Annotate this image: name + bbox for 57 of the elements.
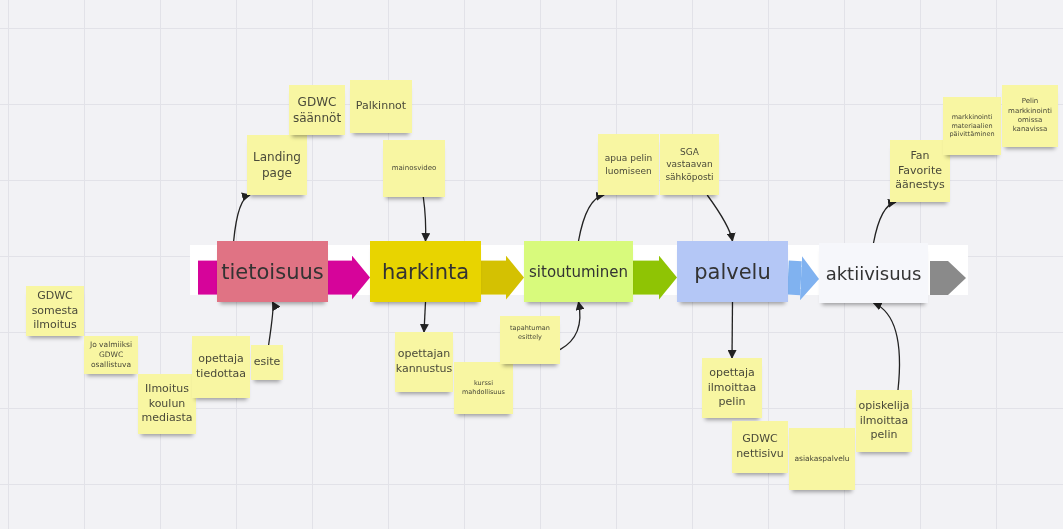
sticky-note <box>350 80 412 133</box>
stage-label: harkinta <box>381 259 470 284</box>
sticky-note <box>383 140 445 197</box>
stage-box <box>819 243 928 303</box>
arrow <box>267 301 280 346</box>
sticky-note <box>598 134 659 195</box>
stage-label: aktiivisuus <box>825 262 922 284</box>
sticky-note <box>890 140 950 202</box>
stage-label: sitoutuminen <box>529 262 628 281</box>
arrow <box>872 199 897 244</box>
note-text: opettajan kannustus <box>395 347 453 377</box>
sticky-note <box>1002 85 1058 147</box>
note-text: esite <box>253 355 281 370</box>
sticky-note <box>732 421 788 473</box>
sticky-note <box>247 135 307 195</box>
stage-box <box>524 241 633 302</box>
arrow <box>727 301 737 359</box>
note-text: GDWC säännöt <box>291 93 343 127</box>
arrow <box>559 301 585 351</box>
sticky-note <box>395 332 453 392</box>
arrow <box>421 196 431 242</box>
sticky-note <box>251 345 283 380</box>
stage-box <box>677 241 788 302</box>
stage-label: palvelu <box>694 259 771 284</box>
stage-box <box>217 241 328 302</box>
sticky-note <box>138 374 196 434</box>
sticky-note <box>500 316 560 364</box>
note-text: GDWC somesta ilmoitus <box>30 288 80 334</box>
sticky-note <box>454 362 513 414</box>
arrow <box>706 194 736 242</box>
stage-label: tietoisuus <box>221 259 324 284</box>
sticky-note <box>192 336 250 398</box>
chevron-arrow <box>633 255 677 300</box>
note-text: opiskelija ilmoittaa pelin <box>858 398 910 444</box>
note-text: opettaja ilmoittaa pelin <box>706 365 758 411</box>
note-text: SGA vastaavan sähköposti <box>664 146 715 183</box>
note-text: Fan Favorite äänestys <box>894 148 946 194</box>
note-text: Palkinnot <box>355 99 407 114</box>
sticky-note <box>943 97 1001 155</box>
chevron-arrow <box>481 255 524 300</box>
sticky-note <box>702 358 762 418</box>
sticky-note <box>289 85 345 135</box>
note-text: opettaja tiedottaa <box>195 352 247 382</box>
chevron-arrow <box>787 256 819 301</box>
sticky-note <box>856 390 912 452</box>
arrow <box>233 193 251 242</box>
note-text: GDWC nettisivu <box>735 432 785 462</box>
note-text: Ilmoitus koulun mediasta <box>140 381 194 427</box>
note-text: apua pelin luomiseen <box>603 152 654 177</box>
chevron-arrow <box>328 255 370 300</box>
arrow <box>577 192 606 242</box>
stage-box <box>370 241 481 302</box>
sticky-note <box>789 428 855 490</box>
arrow <box>419 301 429 333</box>
note-text: Landing page <box>252 148 302 182</box>
sticky-note <box>660 134 719 195</box>
arrow <box>872 302 901 391</box>
